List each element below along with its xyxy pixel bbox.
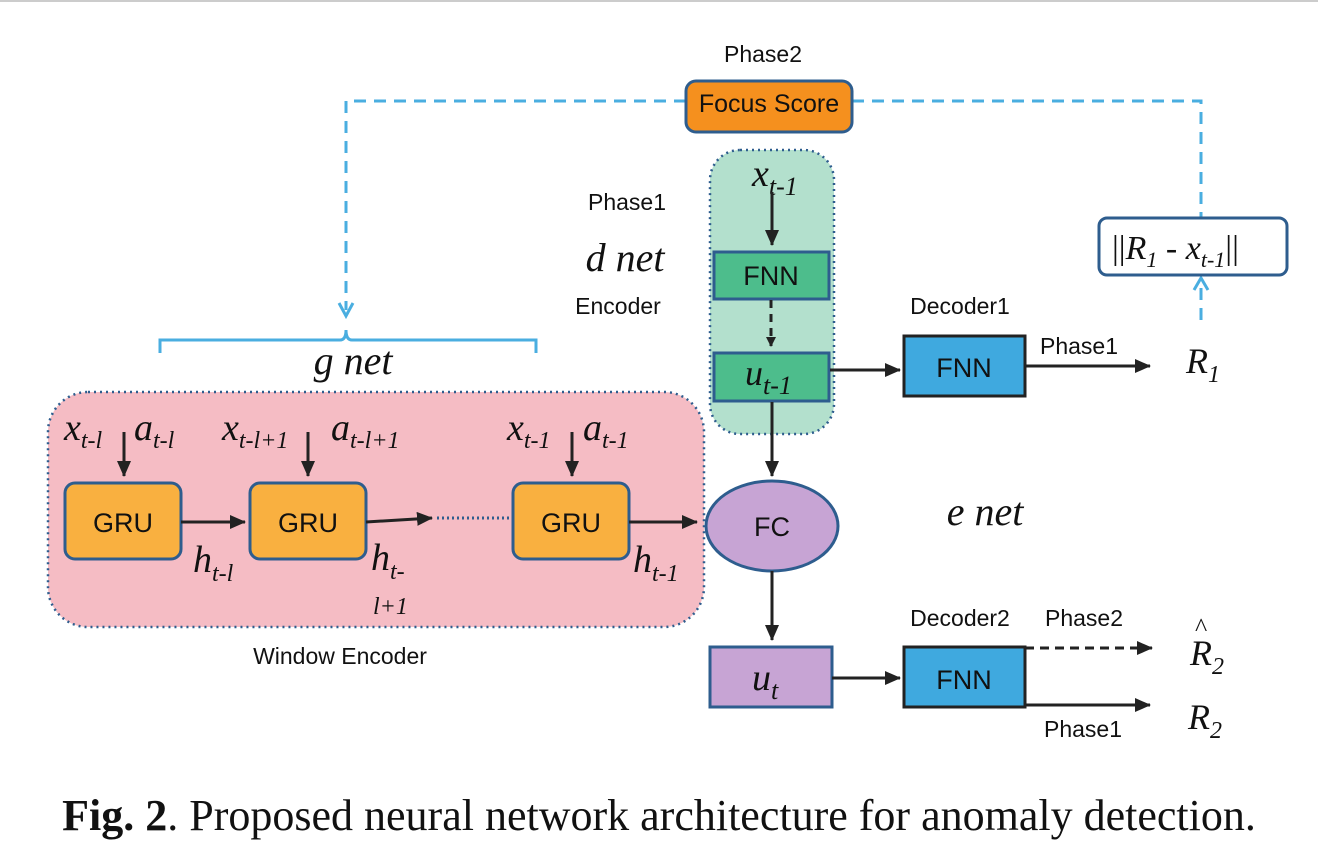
e-net-label: e net (947, 489, 1025, 534)
ut-box (708, 645, 834, 709)
feedback-loop (344, 99, 1203, 320)
arrow-gru2-to-dots (365, 511, 433, 526)
ut-label: ut (752, 657, 779, 705)
phase1-dnet-label: Phase1 (588, 189, 666, 215)
decoder2-label: Decoder2 (910, 605, 1010, 631)
fnn-decoder1-label: FNN (936, 353, 992, 383)
h3-label: ht-1 (633, 539, 679, 587)
norm-label: ||R1 - xt-1|| (1112, 230, 1239, 272)
phase2-out2-label: Phase2 (1045, 605, 1123, 631)
phase1-out2-label: Phase1 (1044, 716, 1122, 742)
encoder-label: Encoder (575, 293, 661, 319)
fnn-decoder2-label: FNN (936, 665, 992, 695)
gru3-label: GRU (541, 508, 601, 538)
figure-number: Fig. 2 (62, 791, 168, 840)
dnet-input-x: xt-1 (751, 153, 798, 201)
gru1-label: GRU (93, 508, 153, 538)
focus-score-box (684, 79, 854, 134)
gru1-input-x: xt-l (63, 407, 103, 454)
window-encoder-label: Window Encoder (253, 643, 427, 669)
r1-label: R1 (1185, 341, 1220, 388)
feedback-arrowhead-norm (1192, 275, 1210, 291)
figure-caption: Fig. 2. Proposed neural network architec… (0, 790, 1318, 841)
u-prev-box (712, 351, 831, 403)
gru2-label: GRU (278, 508, 338, 538)
feedback-arrowhead-gnet (337, 302, 355, 320)
gru3-input-x: xt-1 (506, 407, 551, 454)
feedback-line-left (344, 99, 686, 310)
fnn-decoder2-box (902, 645, 1027, 709)
gru1-input-a: at-l (134, 407, 175, 454)
d-net-label: d net (586, 235, 666, 280)
g-net-label: g net (314, 338, 394, 383)
r2-hat-mark: ^ (1195, 613, 1207, 642)
gru2-input-a: at-l+1 (331, 407, 400, 454)
fnn-encoder-box (712, 250, 831, 301)
r2-label: R2 (1187, 697, 1222, 744)
r2-hat-label: R2 (1189, 633, 1224, 680)
gru3-input-a: at-1 (583, 407, 629, 454)
phase2-top-label: Phase2 (724, 41, 802, 67)
feedback-line-right (852, 99, 1203, 218)
u-prev-label: ut-1 (745, 353, 792, 400)
gru2-input-x: xt-l+1 (221, 407, 288, 454)
g-net-brace (158, 329, 538, 353)
fnn-decoder1-box (902, 334, 1027, 398)
window-encoder-region (46, 390, 706, 629)
phase1-out1-label: Phase1 (1040, 333, 1118, 359)
h2-label: ht- (371, 537, 405, 585)
norm-box (1097, 216, 1289, 277)
h2-subscript-cont: l+1 (373, 594, 408, 620)
fnn-encoder-label: FNN (743, 261, 799, 291)
fc-label: FC (754, 512, 790, 542)
caption-text: . Proposed neural network architecture f… (167, 791, 1256, 840)
focus-score-label: Focus Score (699, 90, 839, 118)
decoder1-label: Decoder1 (910, 293, 1010, 319)
h1-label: ht-l (193, 539, 234, 587)
